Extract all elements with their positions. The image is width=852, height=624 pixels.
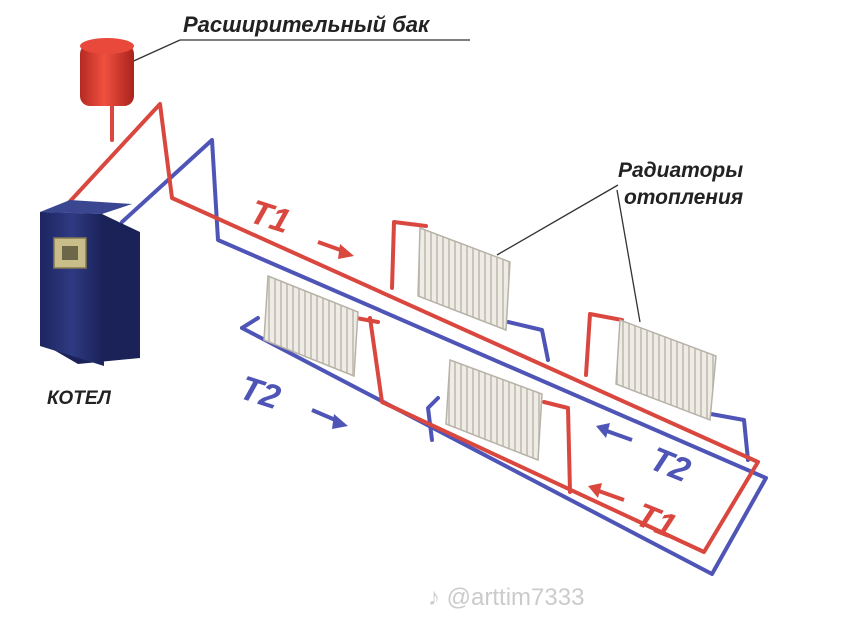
- supply-pipe-rad-upper-left: [390, 220, 428, 290]
- radiator-leader-line-1: [496, 184, 619, 256]
- return-pipe-rad-lower-mid: [426, 396, 440, 442]
- boiler-front: [40, 212, 104, 366]
- radiator-upper-left: [417, 226, 511, 332]
- return-pipe-rad-upper-left: [506, 320, 550, 362]
- return-pipe-rad-lower-left: [240, 316, 260, 330]
- watermark-handle: @arttim7333: [446, 584, 585, 611]
- expansion-tank-label: Расширительный бак: [183, 12, 430, 37]
- supply-pipes: [60, 102, 760, 554]
- expansion-tank-body: [80, 44, 134, 106]
- return-pipes: [120, 138, 768, 576]
- boiler-control-knob: [62, 246, 78, 260]
- supply-pipe-rad-upper-right: [584, 312, 624, 377]
- radiators-label-line1: Радиаторы: [618, 159, 744, 182]
- watermark: ♪ @arttim7333: [428, 584, 584, 612]
- return-pipe-rad-upper-right: [698, 410, 750, 462]
- boiler: [40, 200, 140, 366]
- expansion-tank: [80, 38, 134, 106]
- return-arrow-left: [311, 408, 348, 429]
- leader-lines: [126, 39, 641, 323]
- supply-arrow-top: [317, 240, 354, 259]
- boiler-label: КОТЕЛ: [47, 388, 111, 409]
- boiler-top: [40, 200, 132, 214]
- return-arrow-right: [596, 423, 633, 442]
- radiator-upper-right: [615, 318, 717, 422]
- tiktok-icon: ♪: [428, 584, 440, 611]
- radiator-leader-line-2: [616, 189, 641, 323]
- radiator-lower-mid: [445, 358, 543, 462]
- return-pipe-main: [120, 138, 768, 576]
- expansion-tank-top: [80, 38, 134, 54]
- tank-leader-line: [126, 39, 181, 65]
- flow-arrows: [311, 240, 633, 502]
- radiators-label: Радиаторы отопления: [618, 157, 743, 211]
- supply-arrow-bottom: [588, 483, 625, 502]
- supply-pipe-main: [60, 102, 760, 554]
- radiators-label-line2: отопления: [623, 186, 744, 209]
- supply-pipe-rad-lower-mid: [542, 400, 572, 494]
- supply-pipe-rad-lower-left: [354, 316, 380, 324]
- radiator-lower-left: [263, 274, 359, 378]
